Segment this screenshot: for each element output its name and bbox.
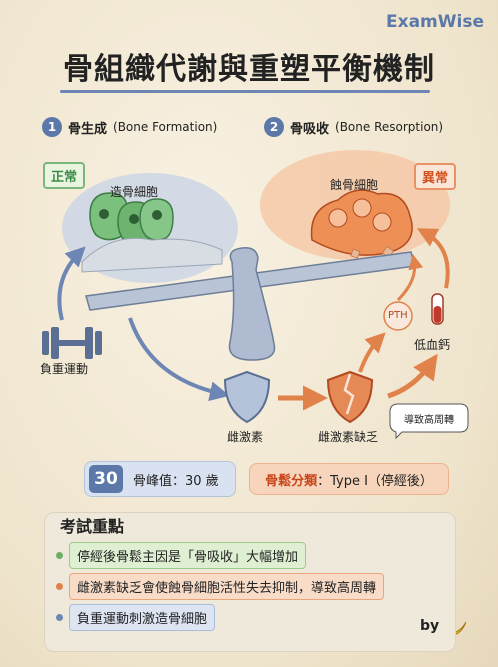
section-number-badge: 1 (42, 117, 62, 137)
broken-shield-icon (326, 370, 374, 424)
exercise-arrow (57, 246, 86, 321)
tag-normal: 正常 (43, 162, 86, 189)
peak-bone-mass-pill: 30 骨峰值：30 歲 (84, 461, 236, 497)
brand-logo: ExamWise (386, 12, 484, 32)
exam-point-text: 雌激素缺乏會使蝕骨細胞活性失去抑制，導致高周轉 (69, 573, 385, 600)
section-english-title: (Bone Resorption) (335, 120, 444, 134)
seesaw-to-estrogen-arrow (128, 317, 230, 402)
hypocalcemia-label: 低血鈣 (414, 338, 451, 352)
osteoclast-label: 蝕骨細胞 (330, 178, 379, 192)
deficiency-to-hypocalcemia-arrow (387, 353, 438, 399)
section-title: 骨生成 (68, 121, 108, 137)
exam-point-text: 停經後骨鬆主因是「骨吸收」大幅增加 (69, 542, 307, 569)
shield-icon (223, 370, 271, 424)
osteoclast-cell-icon (310, 189, 413, 256)
peak-number-badge: 30 (89, 465, 123, 493)
high-turnover-label: 導致高周轉 (404, 415, 454, 426)
bullet-dot (56, 614, 63, 621)
pth-to-osteoclast-arrow (396, 254, 424, 302)
section-title: 骨吸收 (290, 121, 330, 137)
osteoporosis-type-pill: 骨鬆分類 ：Type I（停經後） (249, 463, 449, 495)
osteoporosis-type-value: ：Type I（停經後） (317, 473, 433, 489)
osteoblast-cells-icon (89, 192, 174, 245)
peak-text: 骨峰值：30 歲 (133, 473, 219, 489)
byline: by (420, 618, 440, 634)
section-bone-resorption: 2 骨吸收 (Bone Resorption) (264, 117, 443, 137)
deficiency-to-pth-arrow (358, 332, 386, 373)
speech-bubble (389, 403, 469, 440)
exam-point-item: 停經後骨鬆主因是「骨吸收」大幅增加 (56, 542, 307, 569)
section-bone-formation: 1 骨生成 (Bone Formation) (42, 117, 217, 137)
test-tube-icon (431, 293, 444, 325)
page-title: 骨組織代謝與重塑平衡機制 (63, 52, 435, 87)
exam-points-title: 考試重點 (60, 517, 125, 536)
seesaw-icon (85, 246, 416, 361)
bullet-dot (56, 583, 63, 590)
bone-deposit-icon (81, 237, 223, 273)
estrogen-deficiency-label: 雌激素缺乏 (318, 430, 379, 444)
pth-node (383, 301, 413, 331)
tag-abnormal: 異常 (414, 163, 457, 190)
exam-point-text: 負重運動刺激造骨細胞 (69, 604, 216, 631)
title-underline (60, 90, 430, 93)
hypocalcemia-to-osteoclast-arrow (416, 228, 450, 289)
estrogen-label: 雌激素 (227, 430, 264, 444)
exercise-label: 負重運動 (40, 362, 89, 376)
pth-label: PTH (388, 310, 408, 321)
exam-point-item: 雌激素缺乏會使蝕骨細胞活性失去抑制，導致高周轉 (56, 573, 385, 600)
section-number-badge: 2 (264, 117, 284, 137)
dumbbell-icon (42, 327, 102, 359)
bullet-dot (56, 552, 63, 559)
osteoporosis-type-key: 骨鬆分類 (265, 473, 318, 489)
exam-point-item: 負重運動刺激造骨細胞 (56, 604, 216, 631)
section-english-title: (Bone Formation) (113, 120, 218, 134)
osteoblast-label: 造骨細胞 (110, 185, 159, 199)
